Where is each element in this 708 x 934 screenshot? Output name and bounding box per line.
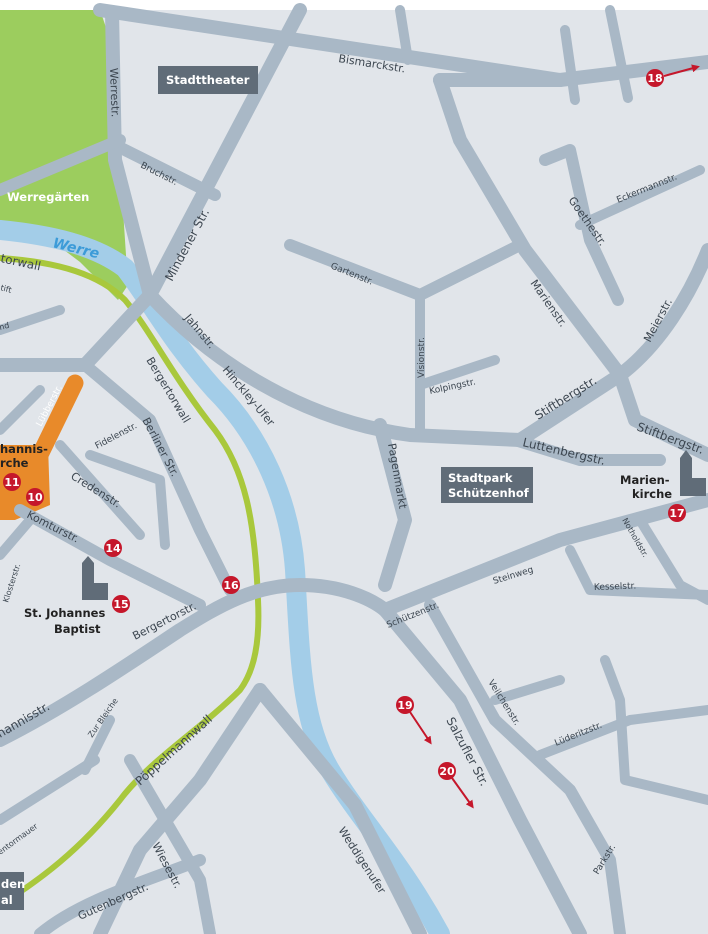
marker-11-number: 11 xyxy=(4,476,19,489)
road-network xyxy=(0,3,708,934)
street-label-tift: tift xyxy=(0,283,13,295)
street-label-visionstr: Visionstr. xyxy=(417,337,427,378)
stadttheater-label: Stadttheater xyxy=(166,73,250,87)
marker-20[interactable]: 20 xyxy=(438,762,456,780)
marker-15-number: 15 xyxy=(113,598,128,611)
marker-17[interactable]: 17 xyxy=(668,504,686,522)
boxed-label-stadttheater[interactable]: Stadttheater xyxy=(158,66,258,94)
marker-19-number: 19 xyxy=(397,699,412,712)
boxed-label-baden[interactable]: den al xyxy=(0,872,25,910)
place-label-johanniskirche-line1: hannis- xyxy=(0,442,48,456)
marker-19[interactable]: 19 xyxy=(396,696,414,714)
place-label-marienkirche-line1: Marien- xyxy=(620,473,670,487)
arrow-19 xyxy=(409,711,432,745)
park-label-werregaerten: Werregärten xyxy=(7,190,89,204)
marker-10-number: 10 xyxy=(27,491,43,504)
street-label-werrestr: Werrestr. xyxy=(107,68,122,118)
place-label-johanniskirche-line2: rche xyxy=(0,456,29,470)
marker-14-number: 14 xyxy=(105,542,121,555)
baden-label-line1: den xyxy=(1,877,25,891)
place-label-st-johannes-line1: St. Johannes xyxy=(24,606,105,620)
marker-15[interactable]: 15 xyxy=(112,595,130,613)
baden-label-line2: al xyxy=(1,893,13,907)
marker-16-number: 16 xyxy=(223,579,239,592)
marker-16[interactable]: 16 xyxy=(222,576,240,594)
marker-10[interactable]: 10 xyxy=(26,488,44,506)
marker-11[interactable]: 11 xyxy=(3,473,21,491)
marker-20-number: 20 xyxy=(439,765,455,778)
place-label-st-johannes-line2: Baptist xyxy=(54,622,101,636)
church-icon-marienkirche[interactable] xyxy=(680,450,706,496)
church-icon-st-johannes-baptist[interactable] xyxy=(82,556,108,600)
marker-14[interactable]: 14 xyxy=(104,539,122,557)
stadtpark-label-line2: Schützenhof xyxy=(448,486,530,500)
boxed-label-stadtpark[interactable]: Stadtpark Schützenhof xyxy=(441,467,533,503)
marker-17-number: 17 xyxy=(669,507,684,520)
street-label-kesselstr: Kesselstr. xyxy=(594,582,637,593)
marker-18[interactable]: 18 xyxy=(646,69,664,87)
arrow-20 xyxy=(451,777,474,809)
stadtpark-label-line1: Stadtpark xyxy=(448,471,513,485)
street-label-nd: nd xyxy=(0,321,10,332)
marker-18-number: 18 xyxy=(647,72,662,85)
arrow-18 xyxy=(663,64,700,77)
place-label-marienkirche-line2: kirche xyxy=(632,487,672,501)
